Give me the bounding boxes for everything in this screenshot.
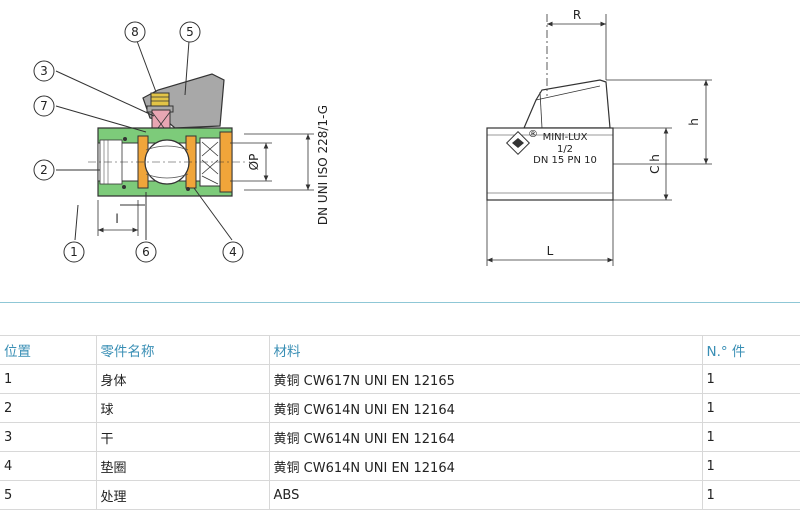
- cell-quantity: 1: [702, 364, 800, 394]
- cell-quantity: 1: [702, 422, 800, 452]
- svg-text:4: 4: [229, 245, 237, 259]
- dim-p-diameter: ØP: [230, 142, 272, 182]
- cell-position: 4: [0, 451, 97, 481]
- svg-text:3: 3: [40, 64, 48, 78]
- exterior-view: ® MINI-LUX 1/2 DN 15 PN 10: [486, 79, 614, 201]
- svg-text:DN 15 PN 10: DN 15 PN 10: [533, 155, 597, 166]
- section-view: [88, 73, 246, 197]
- svg-text:ØP: ØP: [247, 154, 261, 171]
- header-position: 位置: [0, 335, 97, 365]
- svg-text:8: 8: [131, 25, 139, 39]
- leader-lines: [55, 40, 233, 241]
- cell-quantity: 1: [702, 480, 800, 510]
- cell-material: 黄铜 CW617N UNI EN 12165: [269, 364, 703, 394]
- cell-material: ABS: [269, 480, 703, 510]
- svg-text:1: 1: [70, 245, 78, 259]
- cell-position: 1: [0, 364, 97, 394]
- header-material: 材料: [269, 335, 703, 365]
- technical-drawing: 8 5 3 7 2 1 6 4 l ØP: [33, 8, 712, 266]
- cell-part-name: 身体: [96, 364, 270, 394]
- svg-text:5: 5: [186, 25, 194, 39]
- ball: [144, 139, 190, 185]
- svg-text:MINI-LUX: MINI-LUX: [543, 132, 588, 143]
- dim-r: R: [546, 8, 607, 96]
- svg-text:7: 7: [40, 99, 48, 113]
- callout-6: 6: [135, 241, 157, 263]
- table-header-row: 位置 零件名称 材料 N.° 件: [0, 335, 800, 365]
- svg-text:6: 6: [142, 245, 150, 259]
- cell-quantity: 1: [702, 451, 800, 481]
- table-row: 3 干 黄铜 CW614N UNI EN 12164 1: [0, 422, 800, 452]
- cell-position: 2: [0, 393, 97, 423]
- table-row: 1 身体 黄铜 CW617N UNI EN 12165 1: [0, 364, 800, 394]
- svg-text:1/2: 1/2: [557, 144, 573, 155]
- dim-l-small: l: [97, 200, 139, 236]
- cell-part-name: 干: [96, 422, 270, 452]
- callout-1: 1: [63, 241, 85, 263]
- callout-2: 2: [33, 159, 55, 181]
- header-quantity: N.° 件: [702, 335, 800, 365]
- dim-l-length: L: [486, 200, 614, 266]
- cell-part-name: 球: [96, 393, 270, 423]
- cell-material: 黄铜 CW614N UNI EN 12164: [269, 451, 703, 481]
- dim-h: h: [606, 79, 712, 165]
- table-row: 5 处理 ABS 1: [0, 480, 800, 510]
- parts-table: 位置 零件名称 材料 N.° 件 1 身体 黄铜 CW617N UNI EN 1…: [0, 335, 800, 510]
- dim-dn-spec: DN UNI ISO 228/1-G: [244, 105, 330, 225]
- handle-top-screw: [150, 92, 170, 108]
- svg-text:L: L: [547, 244, 554, 258]
- cell-material: 黄铜 CW614N UNI EN 12164: [269, 422, 703, 452]
- svg-text:DN UNI ISO 228/1-G: DN UNI ISO 228/1-G: [316, 105, 330, 225]
- callout-8: 8: [124, 21, 146, 43]
- brand-logo: [505, 130, 531, 156]
- table-row: 4 垫圈 黄铜 CW614N UNI EN 12164 1: [0, 451, 800, 481]
- svg-text:C h: C h: [648, 154, 662, 174]
- svg-text:®: ®: [528, 129, 538, 140]
- exterior-body: [486, 127, 614, 201]
- callout-7: 7: [33, 95, 55, 117]
- cell-position: 3: [0, 422, 97, 452]
- svg-text:R: R: [573, 8, 581, 22]
- exterior-handle: [523, 79, 611, 129]
- table-row: 2 球 黄铜 CW614N UNI EN 12164 1: [0, 393, 800, 423]
- dim-ch: C h: [613, 127, 672, 201]
- callout-4: 4: [222, 241, 244, 263]
- svg-text:h: h: [687, 118, 701, 126]
- cell-quantity: 1: [702, 393, 800, 423]
- header-part-name: 零件名称: [96, 335, 270, 365]
- section-divider: [0, 302, 800, 303]
- cell-material: 黄铜 CW614N UNI EN 12164: [269, 393, 703, 423]
- callout-3: 3: [33, 60, 55, 82]
- svg-text:2: 2: [40, 163, 48, 177]
- svg-text:l: l: [115, 212, 118, 226]
- cell-part-name: 处理: [96, 480, 270, 510]
- callout-5: 5: [179, 21, 201, 43]
- cell-part-name: 垫圈: [96, 451, 270, 481]
- cell-position: 5: [0, 480, 97, 510]
